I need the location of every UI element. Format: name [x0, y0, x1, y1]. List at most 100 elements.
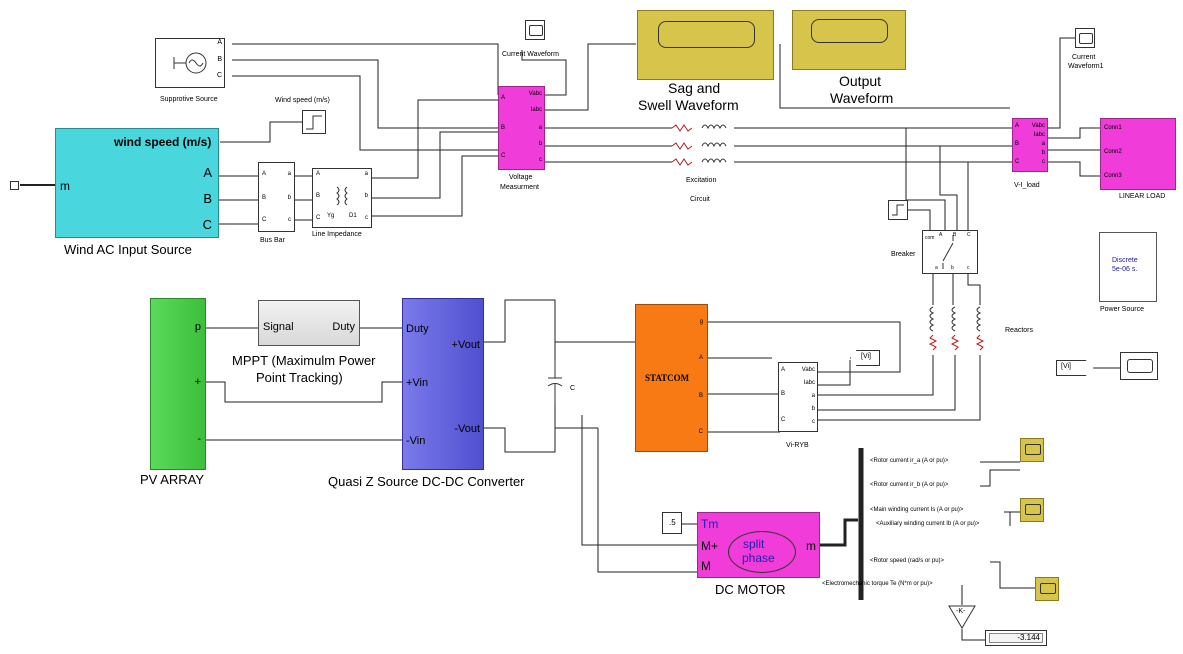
vi-load-caption: V-I_load — [1014, 182, 1040, 189]
voltage-measurement-caption: Voltage — [509, 174, 533, 181]
dc-motor-caption: DC MOTOR — [715, 582, 786, 597]
port-label: c — [365, 215, 368, 221]
port-label: c — [967, 265, 970, 271]
dc-motor-block[interactable]: Tm M+ M m split phase — [697, 512, 820, 578]
port-label: M — [701, 559, 711, 573]
port-label: m — [806, 539, 816, 553]
bus-bar-block[interactable]: A B C a b c — [258, 162, 295, 232]
port-label: a — [935, 265, 938, 271]
signal-label: <Rotor current ir_a (A or pu)> — [870, 458, 949, 464]
breaker-step-block[interactable] — [888, 200, 908, 220]
breaker-caption: Breaker — [891, 251, 916, 258]
port-label: B — [1015, 141, 1020, 147]
mppt-block[interactable]: Signal Duty — [258, 300, 360, 346]
port-label: +Vout — [451, 339, 480, 351]
solver-type: Discrete — [1112, 257, 1138, 264]
motor-label-2: phase — [742, 551, 775, 565]
line-impedance-block[interactable]: A B C a b c Yg D1 — [312, 168, 372, 228]
port-label: com — [925, 235, 935, 241]
scope-icon — [1025, 504, 1041, 515]
vi-goto-tag[interactable]: [Vi] — [850, 350, 880, 366]
mppt-caption-2: Point Tracking) — [256, 370, 343, 385]
vi-load-block[interactable]: A B C Vabc Iabc a b c — [1012, 118, 1048, 172]
port-label: c — [288, 217, 291, 223]
voltage-measurement-block[interactable]: A B C Vabc Iabc a b c — [498, 86, 545, 170]
port-label: C — [501, 153, 506, 159]
port-label: B — [953, 232, 957, 238]
wind-speed-step-block[interactable] — [302, 110, 326, 134]
m-output-terminal — [10, 181, 19, 190]
port-label: a — [287, 171, 291, 177]
wind-speed-port: wind speed (m/s) — [114, 135, 212, 149]
port-label: a — [811, 393, 815, 399]
power-source-block[interactable]: Discrete 5e-06 s. — [1099, 232, 1157, 302]
port-label: Duty — [406, 323, 429, 335]
port-label: Vabc — [1031, 123, 1045, 129]
port-label: C — [967, 232, 971, 238]
motor-label: split — [743, 537, 765, 551]
display-block[interactable]: -3.144 — [985, 630, 1047, 646]
port-label: -Vout — [454, 423, 480, 435]
port-label: b — [287, 195, 291, 201]
signal-label: <Main winding current Is (A or pu)> — [870, 507, 964, 513]
duty-port: Duty — [332, 321, 355, 333]
port-label: b — [951, 265, 954, 271]
line-impedance-caption: Line Impedance — [312, 231, 362, 238]
excitation-caption-2: Circuit — [690, 196, 710, 203]
port-label: b — [1041, 150, 1045, 156]
sag-swell-scope[interactable] — [637, 10, 774, 80]
port-label: B — [203, 191, 212, 206]
pv-array-block[interactable]: p + - — [150, 298, 206, 470]
const-block[interactable]: .5 — [662, 512, 682, 534]
qzs-converter-block[interactable]: Duty +Vin -Vin +Vout -Vout — [402, 298, 484, 470]
port-label: c — [1042, 159, 1045, 165]
step-icon — [306, 115, 322, 130]
scope-icon — [1127, 359, 1153, 373]
gain-triangle-icon — [948, 605, 976, 629]
reactors-icon — [928, 306, 985, 351]
display-value: -3.144 — [1017, 633, 1040, 642]
motor-scope-2[interactable] — [1020, 498, 1044, 522]
port-label: A — [501, 95, 506, 101]
transformer-icon — [336, 186, 348, 206]
motor-scope-1[interactable] — [1020, 438, 1044, 462]
wind-ac-source-block[interactable]: wind speed (m/s) A B C m — [55, 128, 219, 238]
signal-label: <Auxiliary winding current Ib (A or pu)> — [876, 521, 980, 527]
port-label: A — [698, 355, 703, 361]
sag-swell-caption: Sag and — [668, 80, 721, 96]
current-waveform1-caption: Current — [1072, 54, 1096, 61]
vi-scope[interactable] — [1120, 352, 1158, 380]
display-screen — [989, 633, 1043, 643]
breaker-block[interactable]: com A B C a b c — [922, 230, 978, 274]
port-label: B — [316, 193, 321, 199]
d1-label: D1 — [349, 213, 357, 219]
supportive-source-block[interactable]: A B C — [155, 38, 225, 88]
step-icon — [892, 204, 904, 216]
solver-step: 5e-06 s. — [1112, 266, 1138, 273]
scope-icon — [1040, 583, 1056, 594]
port-label: c — [812, 419, 815, 425]
port-label: c — [539, 157, 542, 163]
gain-block[interactable]: -K- — [948, 605, 976, 629]
port-label: A — [1015, 123, 1020, 129]
linear-load-block[interactable]: Conn1 Conn2 Conn3 — [1100, 118, 1176, 190]
linear-load-caption: LINEAR LOAD — [1119, 193, 1166, 200]
output-waveform-scope[interactable] — [792, 10, 906, 70]
statcom-block[interactable]: STATCOM g A B C — [635, 304, 708, 452]
current-waveform1-scope[interactable] — [1075, 28, 1095, 48]
port-label: C — [216, 72, 222, 79]
gain-label: -K- — [956, 608, 966, 615]
port-label: + — [194, 376, 201, 388]
port-label: C — [781, 417, 786, 423]
power-source-caption: Power Source — [1100, 306, 1144, 313]
vi-ryb-block[interactable]: A B C Vabc Iabc a b c — [778, 362, 818, 432]
vi-ryb-caption: Vi-RYB — [786, 442, 809, 449]
port-label: b — [811, 406, 815, 412]
motor-scope-3[interactable] — [1035, 577, 1059, 601]
port-label: B — [262, 195, 267, 201]
port-label: g — [699, 319, 703, 325]
current-waveform-scope[interactable] — [525, 20, 545, 40]
wind-speed-caption: Wind speed (m/s) — [275, 97, 330, 104]
vi-from-tag[interactable]: [Vi] — [1056, 360, 1094, 376]
